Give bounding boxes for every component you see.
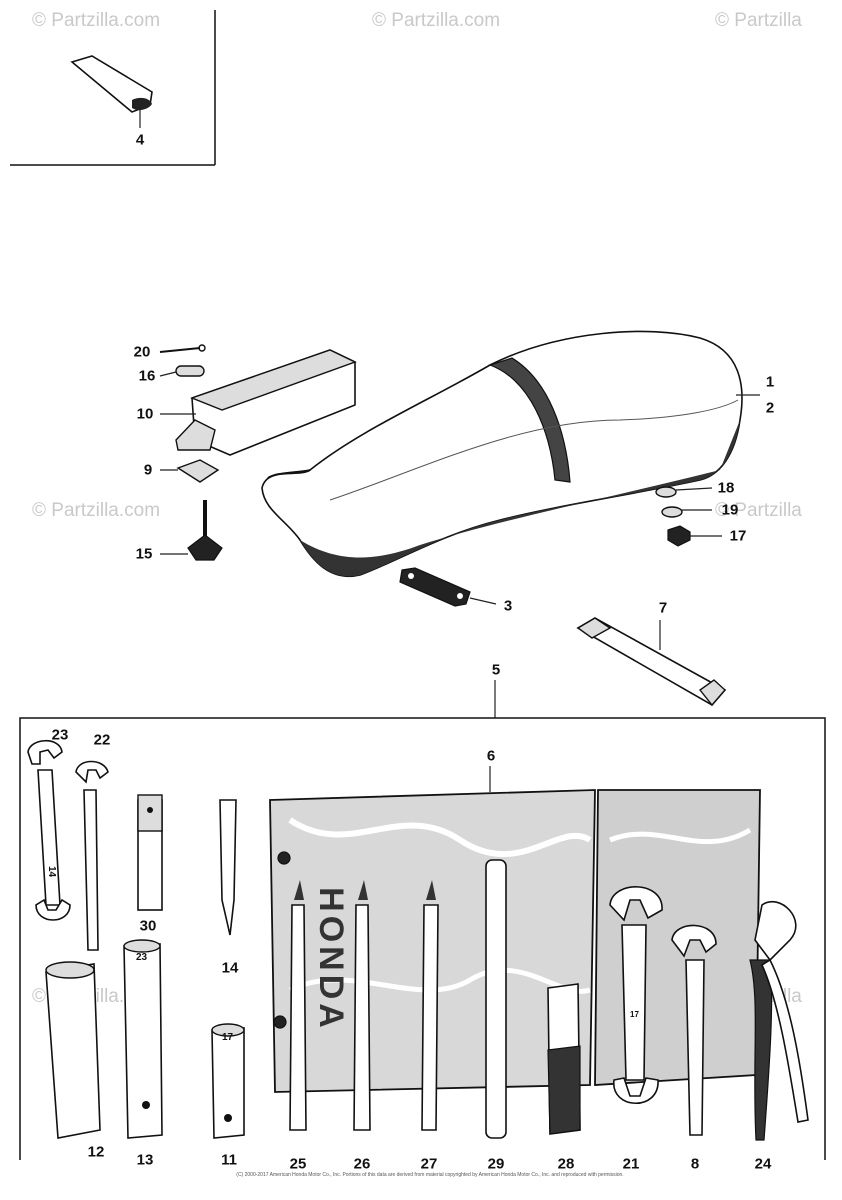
- callout-18: 18: [717, 479, 735, 497]
- watermark: © Partzilla.com: [32, 500, 161, 521]
- callout-3: 3: [503, 597, 513, 615]
- tommy-bar: [485, 859, 507, 1139]
- callout-2: 2: [765, 399, 775, 417]
- short-socket: [211, 1023, 245, 1139]
- screwdriver-blade: [219, 799, 237, 936]
- washer-part: [661, 506, 712, 518]
- washer-part: [655, 486, 713, 498]
- screwdriver: [421, 880, 439, 1131]
- knob-bolt-part: [160, 500, 223, 561]
- callout-15: 15: [135, 545, 153, 563]
- bracket-part: [160, 459, 220, 483]
- socket-handle: [137, 794, 163, 911]
- socket-size-text: 17: [222, 1032, 234, 1043]
- callout-25: 25: [289, 1155, 307, 1173]
- callout-13: 13: [136, 1151, 154, 1169]
- callout-9: 9: [143, 461, 153, 479]
- callout-14: 14: [221, 959, 239, 977]
- callout-17: 17: [729, 527, 747, 545]
- callout-20: 20: [133, 343, 151, 361]
- wrench-size-text: 14: [46, 865, 58, 878]
- roll-brand-text: HONDA: [311, 887, 350, 1032]
- pliers: [749, 900, 809, 1141]
- callout-4: 4: [135, 131, 145, 149]
- watermark: © Partzilla: [715, 10, 802, 31]
- watermark: © Partzilla: [715, 500, 802, 521]
- callout-23: 23: [51, 726, 69, 744]
- watermark: © Partzilla.com: [32, 10, 161, 31]
- copyright-notice: (C) 2000-2017 American Honda Motor Co., …: [236, 1172, 624, 1178]
- callout-16: 16: [138, 367, 156, 385]
- callout-22: 22: [93, 731, 111, 749]
- callout-1: 1: [765, 373, 775, 391]
- callout-11: 11: [221, 1151, 237, 1169]
- callout-7: 7: [658, 599, 668, 617]
- callout-5: 5: [491, 661, 501, 679]
- seat-assembly: [261, 330, 743, 607]
- tool-kit-frame: [19, 680, 826, 1160]
- callout-26: 26: [353, 1155, 371, 1173]
- callout-30: 30: [139, 917, 157, 935]
- seat-band-part: [70, 55, 153, 128]
- callout-12: 12: [87, 1143, 105, 1161]
- tool-box: [160, 349, 357, 456]
- open-end-wrench: [609, 886, 663, 1104]
- watermark: © Partzilla.com: [372, 10, 501, 31]
- callout-21: 21: [622, 1155, 640, 1173]
- callout-28: 28: [557, 1155, 575, 1173]
- callout-24: 24: [754, 1155, 772, 1173]
- callout-27: 27: [420, 1155, 438, 1173]
- tool-strap-part: [576, 617, 727, 707]
- open-end-wrench: [27, 739, 71, 921]
- socket-size-text: 23: [136, 952, 148, 963]
- screwdriver: [353, 880, 371, 1131]
- screwdriver: [289, 880, 307, 1131]
- pin-part: [159, 365, 205, 377]
- callout-19: 19: [721, 501, 739, 519]
- inset-frame: [10, 10, 216, 166]
- callout-6: 6: [486, 747, 496, 765]
- callout-29: 29: [487, 1155, 505, 1173]
- open-end-wrench: [75, 760, 109, 951]
- box-socket: [123, 939, 163, 1139]
- plug-socket: [45, 961, 101, 1139]
- screwdriver-handle: [547, 983, 581, 1135]
- wrench-size-text: 17: [630, 1010, 639, 1019]
- cotter-pin-part: [159, 344, 206, 353]
- open-end-wrench: [671, 924, 717, 1136]
- callout-8: 8: [690, 1155, 700, 1173]
- callout-10: 10: [136, 405, 154, 423]
- nut-part: [667, 525, 722, 547]
